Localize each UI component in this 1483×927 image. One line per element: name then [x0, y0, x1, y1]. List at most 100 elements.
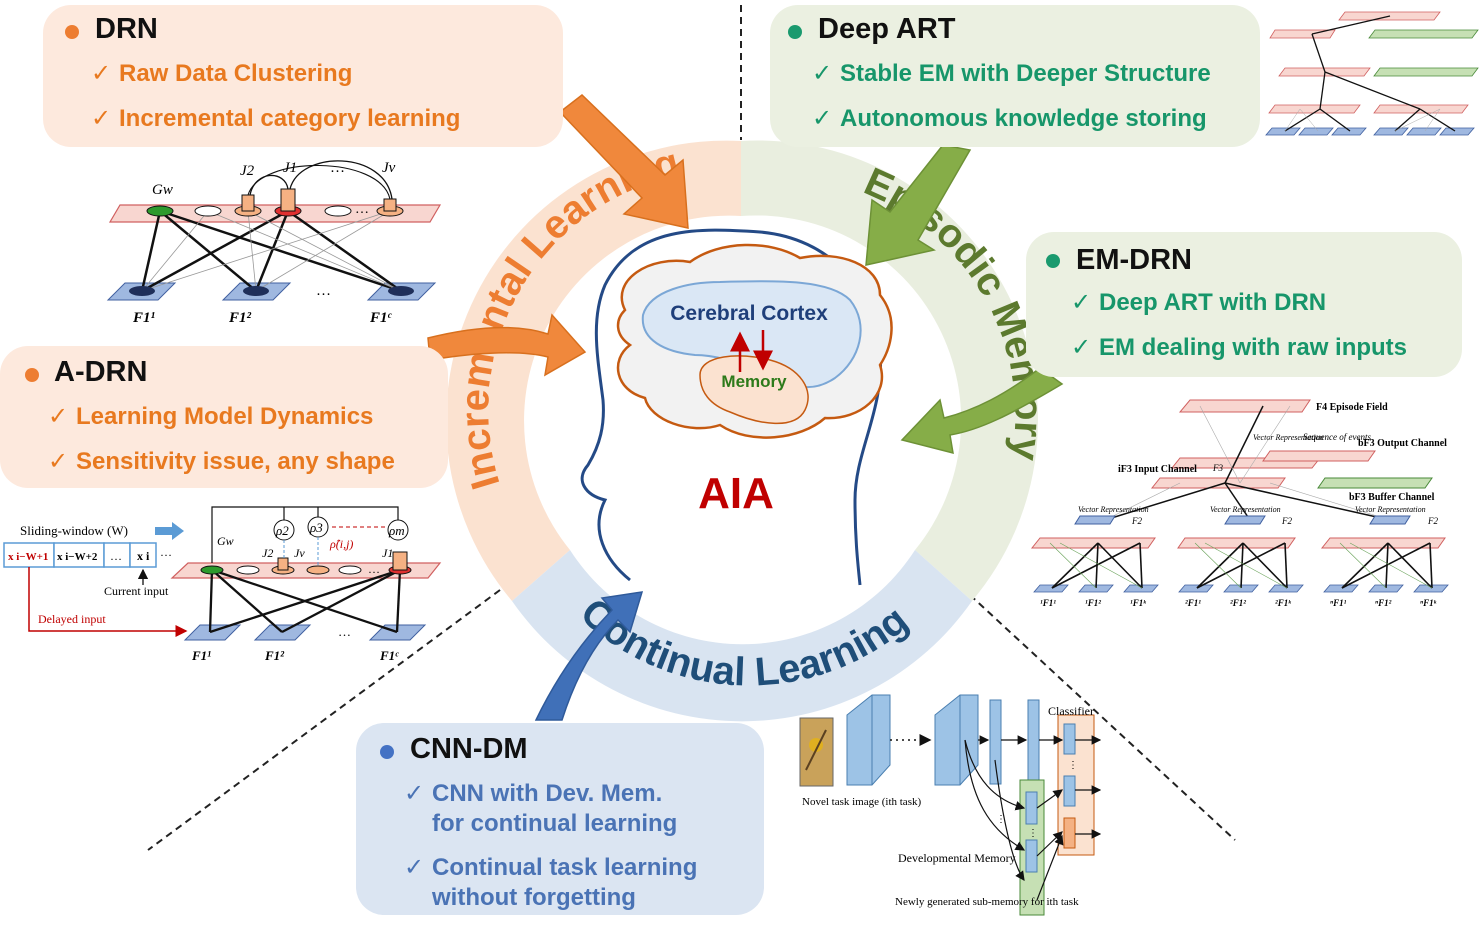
- svg-text:J1: J1: [283, 160, 297, 176]
- svg-text:…: …: [160, 545, 172, 559]
- svg-text:Jv: Jv: [382, 160, 396, 176]
- svg-text:F1²: F1²: [228, 310, 252, 326]
- svg-text:F1ᶜ: F1ᶜ: [369, 310, 393, 326]
- cnndm-item-2: ✓Continual task learning without forgett…: [404, 854, 698, 911]
- svg-text:x i−W+2: x i−W+2: [57, 551, 98, 563]
- cerebral-cortex-region: [641, 280, 862, 389]
- check-icon: ✓: [1071, 334, 1092, 361]
- deepart-item-1: ✓Stable EM with Deeper Structure: [812, 60, 1211, 87]
- drn-title: DRN: [95, 13, 158, 45]
- svg-text:⋮: ⋮: [1028, 828, 1038, 839]
- separator-bottom-right: [969, 594, 1236, 841]
- emdrn-item-2: ✓EM dealing with raw inputs: [1071, 334, 1408, 361]
- svg-text:F2: F2: [1427, 516, 1438, 526]
- drn-arrow: [558, 94, 689, 229]
- adrn-title: A-DRN: [54, 356, 148, 388]
- svg-text:F2: F2: [1131, 516, 1142, 526]
- svg-text:Gw: Gw: [217, 534, 234, 548]
- ring-continual: [512, 550, 972, 722]
- svg-text:F1²: F1²: [264, 648, 285, 663]
- svg-text:Vector Representation: Vector Representation: [1355, 505, 1426, 514]
- deepart-arrow: [865, 144, 972, 266]
- ring-incremental: [446, 140, 741, 601]
- svg-text:Jv: Jv: [294, 546, 305, 560]
- emdrn-network-figure: F4 Episode Field Sequence of events bF3 …: [1030, 399, 1449, 608]
- cerebral-cortex-label: Cerebral Cortex: [670, 302, 828, 325]
- svg-text:bF3 Output Channel: bF3 Output Channel: [1358, 438, 1447, 449]
- check-icon: ✓: [404, 854, 425, 881]
- svg-text:Vector Representation: Vector Representation: [1210, 505, 1281, 514]
- check-icon: ✓: [812, 105, 833, 132]
- svg-text:Current input: Current input: [104, 584, 169, 598]
- emdrn-arrow: [900, 367, 1064, 455]
- svg-text:Sliding-window (W): Sliding-window (W): [20, 523, 128, 538]
- svg-text:F1ᶜ: F1ᶜ: [379, 648, 399, 663]
- cnndm-network-figure: ⋮ ⋮ ⋮ Novel task image (ith task) Classi…: [799, 694, 1102, 916]
- svg-text:Sequence of events: Sequence of events: [1303, 432, 1371, 442]
- svg-text:…: …: [338, 624, 351, 639]
- cnndm-title: CNN-DM: [410, 733, 528, 765]
- svg-text:bF3 Buffer Channel: bF3 Buffer Channel: [1349, 492, 1435, 503]
- memory-label: Memory: [721, 372, 787, 391]
- svg-text:J1: J1: [382, 546, 393, 560]
- svg-text:Vector Representation: Vector Representation: [1078, 505, 1149, 514]
- svg-text:…: …: [330, 160, 345, 176]
- deepart-title: Deep ART: [818, 13, 956, 45]
- drn-bullet: [65, 25, 79, 39]
- svg-text:F2: F2: [1281, 516, 1292, 526]
- drn-network-figure: Gw J2 J1 … Jv … … F1¹ F1² F1ᶜ: [106, 160, 442, 326]
- svg-text:ρ̂(i,j): ρ̂(i,j): [329, 537, 353, 551]
- svg-text:²F1¹: ²F1¹: [1185, 598, 1201, 608]
- svg-text:J2: J2: [262, 546, 273, 560]
- cnndm-bullet: [380, 745, 394, 759]
- svg-text:…: …: [316, 283, 331, 299]
- svg-text:⋮: ⋮: [996, 814, 1006, 825]
- svg-text:Vector Representation: Vector Representation: [1253, 433, 1324, 442]
- svg-text:F1¹: F1¹: [132, 310, 155, 326]
- cnndm-card: CNN-DM ✓CNN with Dev. Mem. for continual…: [356, 723, 764, 915]
- svg-text:²F1²: ²F1²: [1230, 598, 1246, 608]
- emdrn-bullet: [1046, 254, 1060, 268]
- head-outline: [580, 228, 883, 586]
- deepart-item-2: ✓Autonomous knowledge storing: [812, 105, 1207, 132]
- deepart-bullet: [788, 25, 802, 39]
- svg-text:ⁿF1²: ⁿF1²: [1375, 598, 1392, 608]
- drn-item-2: ✓Incremental category learning: [91, 105, 461, 132]
- learning-ring: [446, 140, 1038, 722]
- svg-text:ρm: ρm: [388, 523, 405, 538]
- adrn-item-2: ✓Sensitivity issue, any shape: [48, 448, 395, 475]
- deepart-card: Deep ART ✓Stable EM with Deeper Structur…: [770, 5, 1260, 147]
- svg-text:iF3 Input Channel: iF3 Input Channel: [1118, 464, 1197, 475]
- svg-text:F3: F3: [1212, 463, 1223, 473]
- svg-text:Gw: Gw: [152, 182, 173, 198]
- svg-text:Delayed input: Delayed input: [38, 612, 106, 626]
- adrn-network-figure: Sliding-window (W) x i−W+1 x i−W+2 … x i…: [3, 506, 442, 663]
- check-icon: ✓: [1071, 289, 1092, 316]
- svg-text:F1¹: F1¹: [191, 648, 211, 663]
- svg-text:ⁿF1¹: ⁿF1¹: [1330, 598, 1347, 608]
- svg-text:Newly generated sub-memory for: Newly generated sub-memory for ith task: [895, 896, 1079, 908]
- svg-text:Novel task image (ith task): Novel task image (ith task): [802, 796, 921, 808]
- deepart-thumbnail-figure: [1265, 11, 1479, 136]
- svg-text:J2: J2: [240, 163, 255, 179]
- task-image-thumbnail: [799, 717, 834, 787]
- svg-text:x i−W+1: x i−W+1: [8, 551, 48, 563]
- aia-title: AIA: [698, 469, 774, 518]
- adrn-card: A-DRN ✓Learning Model Dynamics ✓Sensitiv…: [0, 346, 448, 488]
- emdrn-card: EM-DRN ✓Deep ART with DRN ✓EM dealing wi…: [1026, 232, 1462, 377]
- cnndm-item-1: ✓CNN with Dev. Mem. for continual learni…: [404, 780, 678, 837]
- adrn-item-1: ✓Learning Model Dynamics: [48, 403, 374, 430]
- svg-text:¹F1ᵏ: ¹F1ᵏ: [1130, 598, 1146, 608]
- check-icon: ✓: [812, 60, 833, 87]
- ring-episodic: [741, 140, 1038, 601]
- svg-text:x i: x i: [137, 549, 150, 563]
- svg-text:…: …: [110, 549, 122, 563]
- svg-text:ρ3: ρ3: [309, 520, 323, 535]
- svg-text:F4 Episode Field: F4 Episode Field: [1316, 402, 1388, 413]
- svg-text:Classifier: Classifier: [1048, 704, 1094, 718]
- adrn-bullet: [25, 368, 39, 382]
- check-icon: ✓: [48, 403, 69, 430]
- check-icon: ✓: [91, 105, 112, 132]
